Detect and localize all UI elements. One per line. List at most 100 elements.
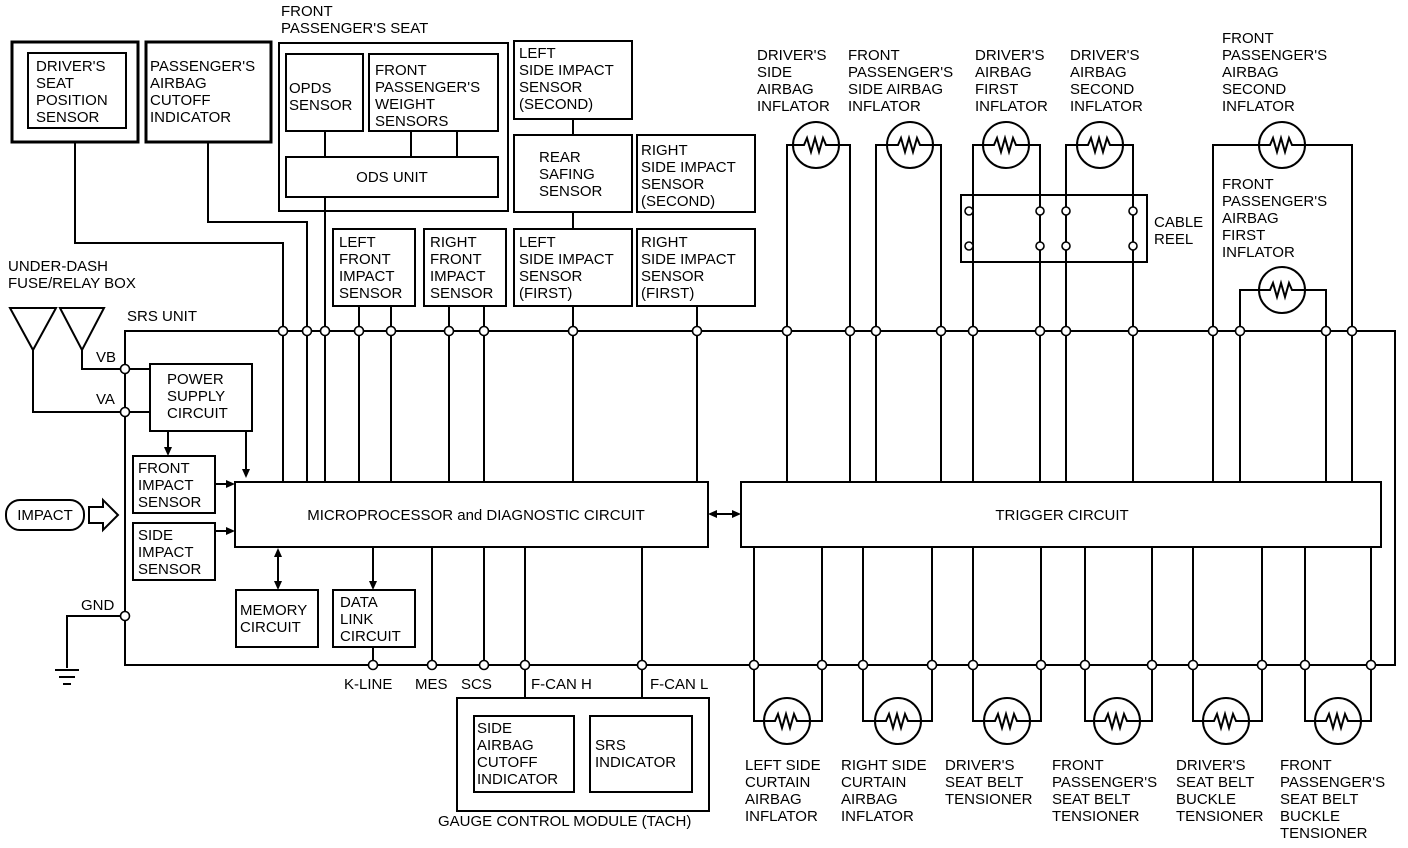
right-side-impact-sensor-second-box <box>636 134 756 213</box>
left-side-impact-sensor-second-line: LEFT <box>519 45 556 62</box>
front-passengers-seat-belt-tensioner-line: SEAT BELT <box>1052 791 1130 808</box>
right-front-impact-sensor-line: RIGHT <box>430 234 477 251</box>
side-impact-sensor-box <box>132 522 216 581</box>
front-passengers-weight-sensors-line: PASSENGER'S <box>375 79 480 96</box>
microprocessor-and-diagnostic-circuit-line: MICROPROCESSOR and DIAGNOSTIC CIRCUIT <box>307 507 645 524</box>
left-side-impact-sensor-second-box <box>513 40 633 120</box>
under-dash-fuse-relay-box-line: UNDER-DASH <box>8 258 108 275</box>
connector-terminals <box>119 325 1377 671</box>
passengers-airbag-cutoff-indicator-line: PASSENGER'S <box>150 58 255 75</box>
right-side-impact-sensor-second-line: (SECOND) <box>641 193 715 210</box>
front-passengers-seat-outline <box>278 42 509 212</box>
ods-unit-line: ODS UNIT <box>356 169 428 186</box>
right-side-curtain-airbag-inflator-line: AIRBAG <box>841 791 898 808</box>
gauge-control-module-label: GAUGE CONTROL MODULE (TACH) <box>438 813 691 830</box>
front-passengers-seat-belt-buckle-tensioner-line: FRONT <box>1280 757 1332 774</box>
data-link-circuit-line: DATA <box>340 594 378 611</box>
gauge-control-module-outline <box>456 697 710 812</box>
left-side-curtain-airbag-inflator-line: AIRBAG <box>745 791 802 808</box>
memory-circuit-line: CIRCUIT <box>240 619 301 636</box>
front-passengers-weight-sensors-line: SENSORS <box>375 113 448 130</box>
front-passengers-weight-sensors-line: WEIGHT <box>375 96 435 113</box>
microprocessor-and-diagnostic-circuit-box <box>234 481 709 548</box>
drivers-seat-position-sensor-box <box>27 52 127 129</box>
under-dash-fuse-relay-box-line: FUSE/RELAY BOX <box>8 275 136 292</box>
cable-reel-line: REEL <box>1154 231 1193 248</box>
k-line-line: K-LINE <box>344 676 392 693</box>
impact-arrow-icon <box>88 497 120 533</box>
vb-line: VB <box>96 349 116 366</box>
drivers-seat-position-sensor-line: SEAT <box>36 75 74 92</box>
rear-safing-sensor-line: SENSOR <box>539 183 603 200</box>
drivers-side-airbag-inflator-line: AIRBAG <box>757 81 814 98</box>
front-impact-sensor-box <box>132 455 216 514</box>
front-passengers-airbag-first-inflator-line: PASSENGER'S <box>1222 193 1327 210</box>
left-front-impact-sensor-line: SENSOR <box>339 285 403 302</box>
front-passengers-seat-line: FRONT <box>281 3 333 20</box>
mes-line: MES <box>415 676 448 693</box>
cable-reel-line: CABLE <box>1154 214 1203 231</box>
f-can-h-label: F-CAN H <box>531 676 592 693</box>
front-passengers-airbag-second-inflator-line: AIRBAG <box>1222 64 1279 81</box>
memory-circuit-box <box>235 589 319 648</box>
front-passengers-seat-belt-tensioner-line: PASSENGER'S <box>1052 774 1157 791</box>
front-passengers-seat-belt-tensioner-icon <box>1093 697 1141 745</box>
va-line: VA <box>96 391 115 408</box>
opds-sensor-line: OPDS <box>289 80 332 97</box>
trigger-circuit-box <box>740 481 1382 548</box>
drivers-seat-position-sensor-line: DRIVER'S <box>36 58 106 75</box>
mes-label: MES <box>415 676 448 693</box>
drivers-airbag-second-inflator-line: INFLATOR <box>1070 98 1143 115</box>
side-airbag-cutoff-indicator-box <box>473 715 575 793</box>
side-airbag-cutoff-indicator-line: AIRBAG <box>477 737 534 754</box>
memory-circuit-line: MEMORY <box>240 602 307 619</box>
ods-unit-box <box>285 156 499 198</box>
front-passengers-seat-belt-buckle-tensioner-line: BUCKLE <box>1280 808 1340 825</box>
passengers-airbag-cutoff-indicator-line: INDICATOR <box>150 109 231 126</box>
drivers-seat-belt-tensioner-line: TENSIONER <box>945 791 1033 808</box>
drivers-seat-position-sensor-line: SENSOR <box>36 109 100 126</box>
left-front-impact-sensor-box <box>332 228 416 307</box>
passengers-airbag-cutoff-indicator-box <box>144 40 273 144</box>
left-side-impact-sensor-first-line: LEFT <box>519 234 556 251</box>
front-impact-sensor-line: IMPACT <box>138 477 194 494</box>
right-front-impact-sensor-box <box>423 228 507 307</box>
right-side-impact-sensor-second-line: SENSOR <box>641 176 705 193</box>
drivers-side-airbag-inflator-line: INFLATOR <box>757 98 830 115</box>
front-passengers-seat-belt-tensioner-line: FRONT <box>1052 757 1104 774</box>
drivers-seat-belt-tensioner-line: SEAT BELT <box>945 774 1023 791</box>
front-passengers-weight-sensors-box <box>368 53 499 132</box>
srs-indicator-line: INDICATOR <box>595 754 676 771</box>
right-side-impact-sensor-second-line: SIDE IMPACT <box>641 159 736 176</box>
right-side-impact-sensor-first-line: (FIRST) <box>641 285 694 302</box>
scs-line: SCS <box>461 676 492 693</box>
drivers-seat-belt-buckle-tensioner-line: TENSIONER <box>1176 808 1264 825</box>
f-can-h-line: F-CAN H <box>531 676 592 693</box>
front-passengers-airbag-second-inflator-line: FRONT <box>1222 30 1274 47</box>
side-impact-sensor-line: IMPACT <box>138 544 194 561</box>
drivers-seat-position-sensor-line: POSITION <box>36 92 108 109</box>
side-airbag-cutoff-indicator-line: SIDE <box>477 720 512 737</box>
front-passengers-seat-belt-buckle-tensioner-icon <box>1314 697 1362 745</box>
right-side-curtain-airbag-inflator-icon <box>874 697 922 745</box>
side-impact-sensor-line: SENSOR <box>138 561 202 578</box>
left-side-impact-sensor-second-line: SIDE IMPACT <box>519 62 614 79</box>
srs-indicator-line: SRS <box>595 737 626 754</box>
front-passengers-airbag-first-inflator-line: AIRBAG <box>1222 210 1279 227</box>
srs-unit-label: SRS UNIT <box>127 308 197 325</box>
front-passengers-seat-line: PASSENGER'S SEAT <box>281 20 428 37</box>
front-passengers-airbag-first-inflator-line: FIRST <box>1222 227 1265 244</box>
